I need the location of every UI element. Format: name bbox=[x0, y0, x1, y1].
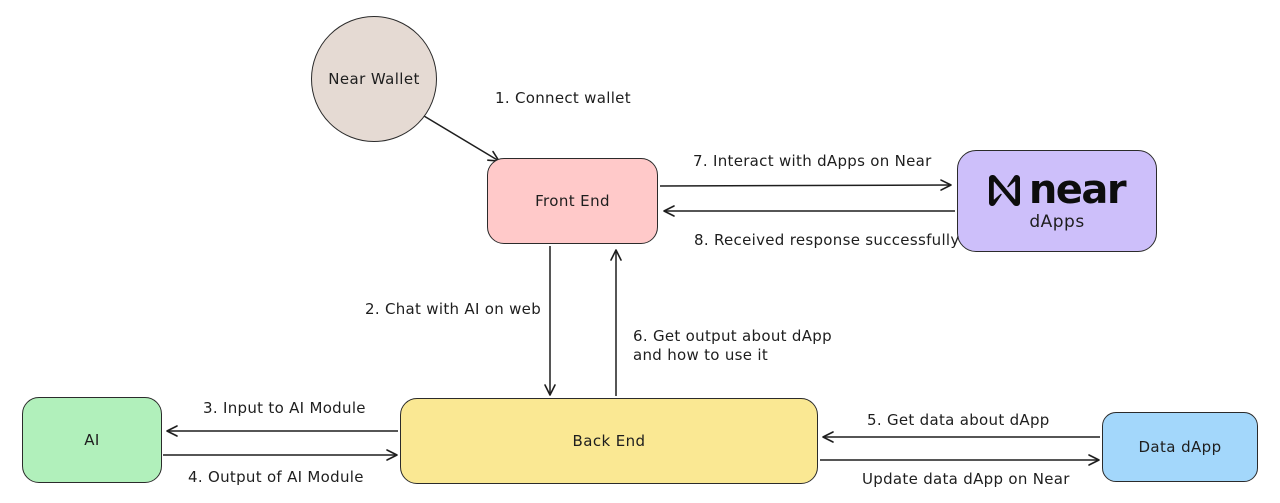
data-dapp-node: Data dApp bbox=[1102, 412, 1258, 482]
near-wallet-label: Near Wallet bbox=[328, 70, 420, 88]
near-dapps-label: dApps bbox=[1029, 212, 1085, 232]
edge-label-get-data: 5. Get data about dApp bbox=[867, 411, 1050, 429]
arrow-interact-dapps bbox=[659, 179, 952, 191]
near-dapps-node: near dApps bbox=[957, 150, 1157, 252]
edge-label-input-to-ai: 3. Input to AI Module bbox=[203, 399, 366, 417]
ai-node: AI bbox=[22, 397, 162, 483]
edge-label-update-data: Update data dApp on Near bbox=[862, 470, 1070, 488]
back-end-node: Back End bbox=[400, 398, 818, 484]
near-logo-row: near bbox=[988, 167, 1127, 213]
near-wallet-node: Near Wallet bbox=[311, 16, 437, 142]
front-end-node: Front End bbox=[487, 158, 658, 244]
front-end-label: Front End bbox=[535, 192, 610, 210]
edge-label-interact-dapps: 7. Interact with dApps on Near bbox=[693, 152, 932, 170]
edge-label-get-output: 6. Get output about dApp and how to use … bbox=[633, 327, 853, 365]
near-wordmark: near bbox=[1028, 167, 1127, 213]
edge-label-get-output-line2: and how to use it bbox=[633, 346, 769, 364]
edge-label-received-response: 8. Received response successfully bbox=[694, 231, 960, 249]
near-logo-icon bbox=[988, 174, 1020, 206]
back-end-label: Back End bbox=[572, 432, 646, 450]
ai-label: AI bbox=[84, 431, 100, 449]
edge-label-connect-wallet: 1. Connect wallet bbox=[495, 89, 631, 107]
edge-label-output-of-ai: 4. Output of AI Module bbox=[188, 468, 364, 486]
edge-label-get-output-line1: 6. Get output about dApp bbox=[633, 327, 832, 345]
edge-label-chat-with-ai: 2. Chat with AI on web bbox=[365, 300, 542, 318]
arrow-connect-wallet bbox=[423, 115, 500, 162]
data-dapp-label: Data dApp bbox=[1138, 438, 1222, 456]
